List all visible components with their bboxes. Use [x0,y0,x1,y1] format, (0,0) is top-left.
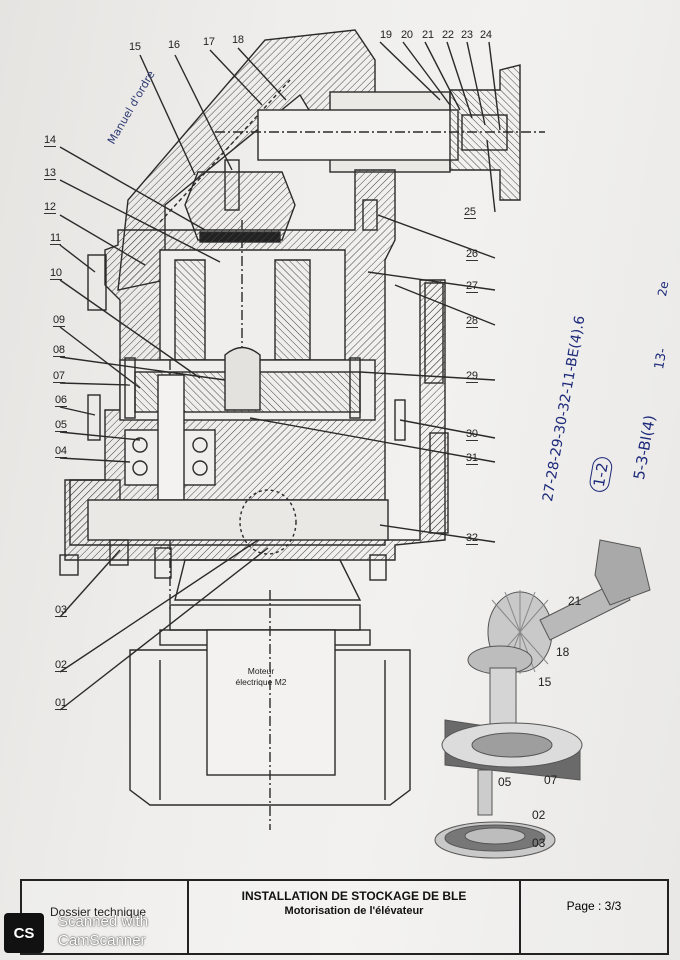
part-label: 05 [55,419,67,432]
part-label: 31 [466,452,478,465]
part-label: 21 [422,29,434,41]
part-label: 28 [466,315,478,328]
part-label: 27 [466,280,478,293]
part-label: 19 [380,29,392,41]
part-label: 30 [466,428,478,441]
part-label: 29 [466,370,478,383]
motor-label-line2: électrique M2 [235,677,287,687]
part-label: 32 [466,532,478,545]
camscanner-watermark: Scanned with CamScanner [58,912,148,950]
part-label: 02 [55,659,67,672]
part-label: 17 [203,36,215,48]
render-label-15: 15 [538,675,552,689]
title-block-dossier-cell: Dossier technique [22,881,189,953]
part-label: 25 [464,206,476,219]
part-label: 13 [44,167,56,180]
part-label: 07 [53,370,65,383]
render-label-05: 05 [498,775,512,789]
page-number: Page : 3/3 [566,899,622,913]
render-label-21: 21 [568,594,582,608]
part-label: 14 [44,134,56,147]
watermark-line1: Scanned with [58,913,149,930]
handwritten-note-c: 2e [655,280,672,298]
document-title: INSTALLATION DE STOCKAGE DE BLE [241,889,467,903]
part-label: 12 [44,201,56,214]
part-label: 20 [401,29,413,41]
part-label: 11 [50,232,61,245]
part-label: 06 [55,394,67,407]
part-label: 26 [466,248,478,261]
render-label-02: 02 [532,808,546,822]
title-block-page-cell: Page : 3/3 [521,881,667,953]
part-label: 22 [442,29,454,41]
render-label-03: 03 [532,836,546,850]
part-label: 24 [480,29,492,41]
part-label: 01 [55,697,67,710]
part-label: 08 [53,344,65,357]
motor-label-line1: Moteur [247,666,275,676]
document-subtitle: Motorisation de l'élévateur [284,905,424,917]
motor-label: Moteur électrique M2 [216,666,306,688]
camscanner-logo: CS [4,913,44,953]
title-block-title-cell: INSTALLATION DE STOCKAGE DE BLE Motorisa… [189,881,521,953]
watermark-line2: CamScanner [58,932,146,949]
part-label: 09 [53,314,65,327]
part-label: 10 [50,267,62,280]
dossier-label: Dossier technique [50,905,147,919]
3d-render [434,539,651,859]
part-label: 03 [55,604,67,617]
render-label-18: 18 [556,645,570,659]
part-label: 18 [232,34,244,46]
part-label: 15 [129,41,141,53]
part-label: 16 [168,39,180,51]
part-label: 04 [55,445,67,458]
part-label: 23 [461,29,473,41]
render-label-07: 07 [544,773,558,787]
